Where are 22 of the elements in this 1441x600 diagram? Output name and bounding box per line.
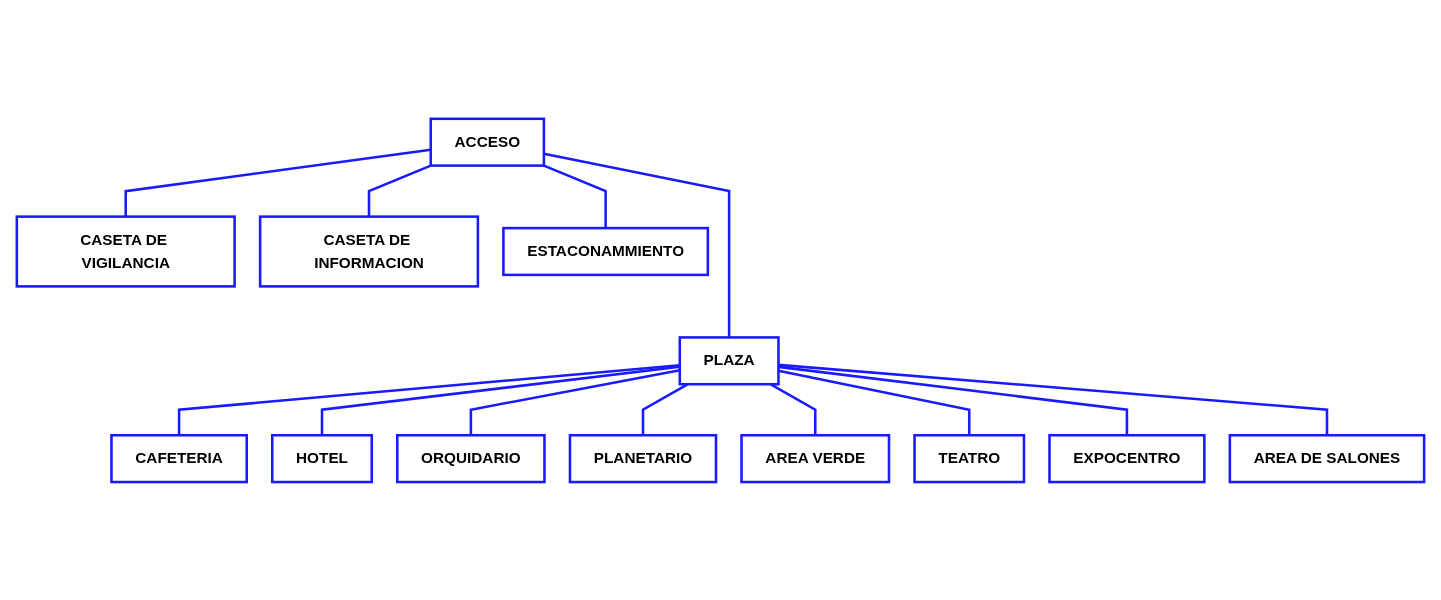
node-box: CAFETERIA (110, 433, 248, 483)
node-box: PLAZA (678, 335, 780, 386)
node-box: HOTEL (271, 433, 374, 483)
connector (367, 164, 432, 217)
node-box: ORQUIDARIO (396, 433, 546, 483)
node-box: ACCESO (429, 117, 546, 167)
connector (778, 369, 971, 435)
node-box: AREA DE SALONES (1228, 433, 1426, 483)
node-box: EXPOCENTRO (1048, 433, 1206, 483)
node-box: PLANETARIO (568, 433, 718, 483)
connector (543, 164, 607, 228)
connector (778, 365, 1129, 435)
connector (778, 363, 1329, 435)
connector (177, 363, 680, 435)
connector (320, 365, 680, 435)
connector (124, 148, 431, 217)
node-box: CASETA DE INFORMACION (258, 214, 480, 288)
connector (543, 151, 731, 337)
node-box: CASETA DE VIGILANCIA (15, 214, 236, 288)
node-box: AREA VERDE (740, 433, 891, 483)
node-box: ESTACONAMMIENTO (502, 226, 710, 276)
node-box: TEATRO (913, 433, 1026, 483)
